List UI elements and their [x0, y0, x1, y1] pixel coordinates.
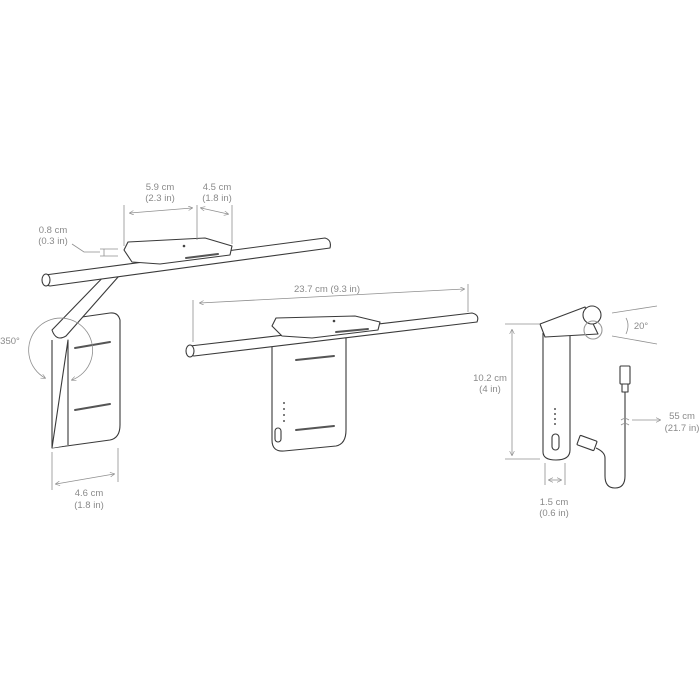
- clamp-gap-in: (0.3 in): [38, 236, 68, 247]
- cable-length-in: (21.7 in): [665, 423, 700, 434]
- usb-c-port: [551, 433, 560, 451]
- usb-c-plug: [619, 365, 631, 385]
- bar-profile: [582, 305, 602, 325]
- bar-length: 23.7 cm (9.3 in): [294, 284, 360, 295]
- tilt-angle: 20°: [634, 321, 649, 332]
- indicator-leds: [283, 402, 285, 422]
- plug-strain-relief: [621, 383, 629, 393]
- panel-slot: [295, 425, 335, 431]
- clamp-slot: [335, 328, 369, 333]
- rotation-angle: 350°: [0, 336, 20, 347]
- clamp-dot: [182, 244, 186, 248]
- panel-width-in: (1.8 in): [74, 500, 104, 511]
- clamp-depth-in: (2.3 in): [145, 193, 175, 204]
- usb-c-port: [274, 427, 282, 443]
- light-panel: [271, 332, 347, 452]
- bar-end-cap: [41, 273, 51, 287]
- dimension-labels: 5.9 cm (2.3 in) 4.5 cm (1.8 in) 0.8 cm (…: [0, 182, 699, 519]
- thickness-cm: 1.5 cm: [540, 497, 569, 508]
- panel-slot: [295, 355, 335, 361]
- rotated-lamp-view: [28, 205, 331, 490]
- indicator-leds: [554, 408, 556, 425]
- bar-end-cap: [185, 344, 195, 358]
- clamp-plate: [123, 237, 233, 265]
- clamp-front-in: (1.8 in): [202, 193, 232, 204]
- clamp-dot: [332, 319, 336, 323]
- bar-profile-tilted: [583, 320, 603, 340]
- panel-slot: [74, 403, 111, 411]
- cable-length-cm: 55 cm: [669, 411, 695, 422]
- clamp-plate: [271, 315, 381, 339]
- clamp-gap-cm: 0.8 cm: [39, 225, 68, 236]
- clamp-slot: [185, 253, 219, 259]
- height-in: (4 in): [479, 384, 501, 395]
- side-panel: [542, 333, 571, 461]
- panel-fold: [51, 339, 69, 449]
- mounted-lamp-view: [185, 284, 479, 452]
- panel-width-cm: 4.6 cm: [75, 488, 104, 499]
- clamp-depth-cm: 5.9 cm: [146, 182, 175, 193]
- clamp-front-cm: 4.5 cm: [203, 182, 232, 193]
- usb-a-plug: [576, 434, 598, 452]
- light-panel: [51, 312, 121, 449]
- side-view: [505, 305, 660, 489]
- usb-cable: [576, 365, 631, 489]
- hinge-arm: [51, 267, 127, 339]
- height-cm: 10.2 cm: [473, 373, 507, 384]
- thickness-in: (0.6 in): [539, 508, 569, 519]
